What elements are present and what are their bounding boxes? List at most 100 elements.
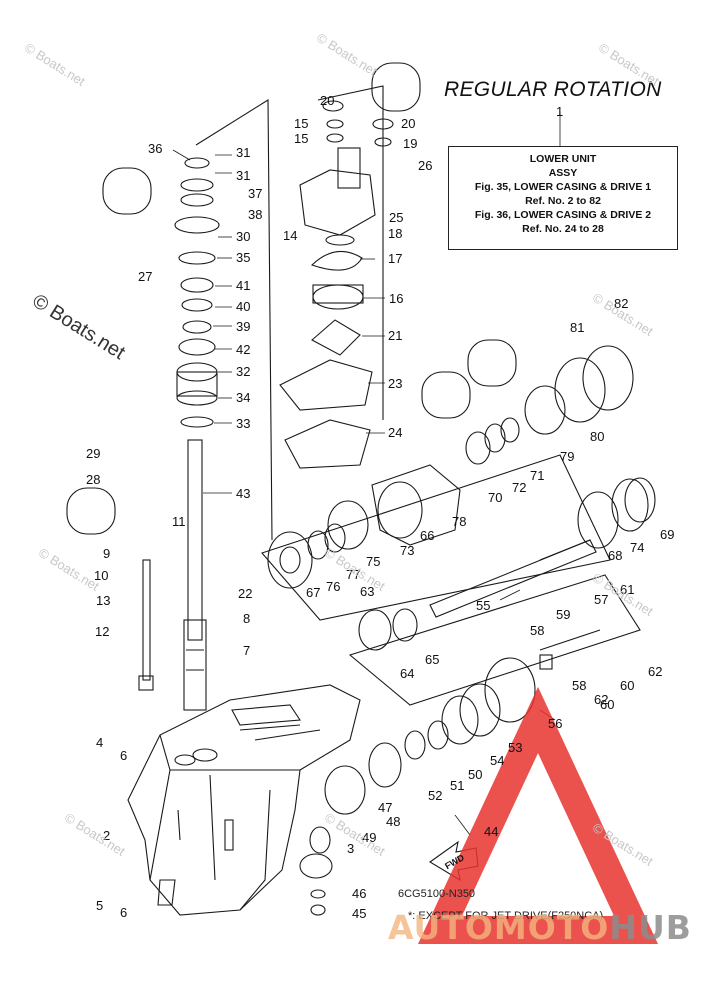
part-callout-27: 27 [138,269,152,284]
part-callout-6: 6 [120,905,127,920]
part-callout-62: 62 [594,692,608,707]
part-callout-56: 56 [548,716,562,731]
part-callout-62: 62 [648,664,662,679]
part-callout-58: 58 [572,678,586,693]
info-line-5: Fig. 36, LOWER CASING & DRIVE 2 [474,209,652,221]
gear-set [267,345,656,916]
part-callout-17: 17 [388,251,402,266]
part-callout-69: 69 [660,527,674,542]
info-line-4: Ref. No. 2 to 82 [525,195,601,207]
part-callout-15: 15 [294,116,308,131]
part-callout-68: 68 [608,548,622,563]
part-callout-75: 75 [366,554,380,569]
part-callout-65: 65 [425,652,439,667]
part-callout-9: 9 [103,546,110,561]
part-callout-57: 57 [594,592,608,607]
part-callout-44: 44 [484,824,498,839]
info-line-2: ASSY [548,167,578,179]
part-callout-34: 34 [236,390,250,405]
part-callout-49: 49 [362,830,376,845]
part-callout-28: 28 [86,472,100,487]
part-callout-19: 19 [403,136,417,151]
part-callout-37: 37 [248,186,262,201]
drive-frame-middle [348,574,641,706]
part-callout-77: 77 [346,567,360,582]
part-callout-31: 31 [236,168,250,183]
part-callout-71: 71 [530,468,544,483]
part-callout-82: 82 [614,296,628,311]
part-callout-66: 66 [420,528,434,543]
warning-triangle [418,686,658,944]
part-callout-7: 7 [243,643,250,658]
detail-insets [66,62,517,535]
part-callout-8: 8 [243,611,250,626]
part-callout-73: 73 [400,543,414,558]
part-callout-70: 70 [488,490,502,505]
part-callout-42: 42 [236,342,250,357]
part-callout-61: 61 [620,582,634,597]
part-callout-21: 21 [388,328,402,343]
part-callout-35: 35 [236,250,250,265]
part-callout-58: 58 [530,623,544,638]
shift-rod [138,559,154,691]
part-callout-39: 39 [236,319,250,334]
part-callout-2: 2 [103,828,110,843]
part-callout-54: 54 [490,753,504,768]
part-callout-40: 40 [236,299,250,314]
ref-one-wrap: 1 [556,104,563,119]
part-callout-55: 55 [476,598,490,613]
part-callout-60: 60 [600,697,614,712]
part-callout-11: 11 [172,514,186,529]
propeller-shaft [429,539,597,618]
brand-part-1: AUTOMOTO [388,908,610,947]
part-callout-14: 14 [283,228,297,243]
part-callout-53: 53 [508,740,522,755]
part-callout-41: 41 [236,278,250,293]
part-callout-79: 79 [560,449,574,464]
part-callout-63: 63 [360,584,374,599]
callout-layer: 2345667891011121314151516171819202021222… [86,93,674,921]
part-callout-29: 29 [86,446,100,461]
part-callout-81: 81 [570,320,584,335]
lower-casing [127,684,361,916]
part-callout-50: 50 [468,767,482,782]
drive-frame-upper [261,454,611,621]
part-callout-59: 59 [556,607,570,622]
part-callout-51: 51 [450,778,464,793]
lower-unit-info-box: LOWER UNIT ASSY Fig. 35, LOWER CASING & … [448,146,678,250]
part-callout-26: 26 [418,158,432,173]
water-pump [279,100,394,469]
part-callout-15: 15 [294,131,308,146]
driveshaft-components [174,157,220,428]
part-callout-80: 80 [590,429,604,444]
part-callout-60: 60 [620,678,634,693]
part-callout-4: 4 [96,735,103,750]
part-callout-23: 23 [388,376,402,391]
part-callout-20: 20 [320,93,334,108]
pump-frame [317,85,384,420]
part-callout-30: 30 [236,229,250,244]
part-callout-76: 76 [326,579,340,594]
part-callout-22: 22 [238,586,252,601]
part-callout-48: 48 [386,814,400,829]
brand-logo: AUTOMOTOHUB [388,908,692,947]
info-line-3: Fig. 35, LOWER CASING & DRIVE 1 [474,181,652,193]
info-line-6: Ref. No. 24 to 28 [522,223,604,235]
part-callout-3: 3 [347,841,354,856]
ref-number: 1 [556,104,563,119]
part-callout-25: 25 [389,210,403,225]
part-callout-24: 24 [388,425,402,440]
part-callout-10: 10 [94,568,108,583]
part-callout-5: 5 [96,898,103,913]
part-callout-18: 18 [388,226,402,241]
part-callout-31: 31 [236,145,250,160]
part-callout-20: 20 [401,116,415,131]
part-callout-38: 38 [248,207,262,222]
drive-shaft [183,439,207,711]
part-callout-43: 43 [236,486,250,501]
part-callout-45: 45 [352,906,366,921]
part-callout-72: 72 [512,480,526,495]
part-callout-12: 12 [95,624,109,639]
part-callout-78: 78 [452,514,466,529]
